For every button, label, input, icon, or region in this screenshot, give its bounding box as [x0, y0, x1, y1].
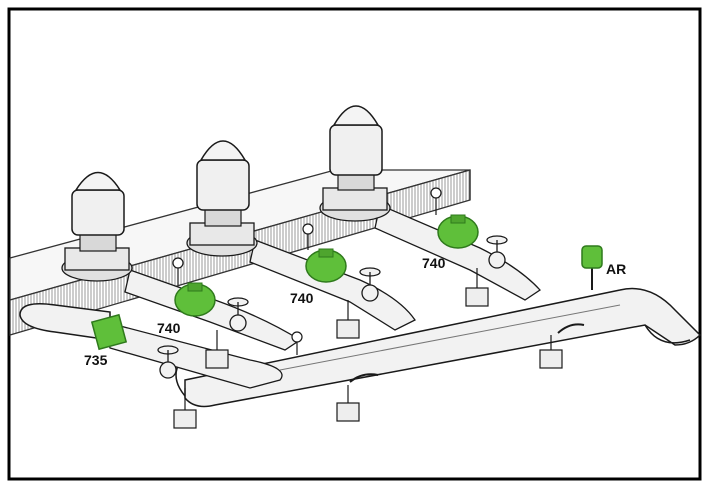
check-valve-740-2	[305, 248, 347, 283]
check-valve-740-1	[174, 282, 216, 317]
pressure-gauges	[172, 187, 442, 355]
discharge-header-pipe	[19, 287, 702, 408]
gate-valves	[157, 235, 508, 379]
air-release-valve	[581, 245, 603, 290]
label-ar: AR	[606, 261, 626, 277]
label-740-2: 740	[290, 290, 314, 306]
diagram-border	[7, 7, 702, 481]
check-valve-740-3	[437, 214, 479, 249]
label-740-1: 740	[157, 320, 181, 336]
pump-3	[319, 105, 391, 222]
pipe-supports	[173, 268, 563, 429]
check-valve-735	[90, 313, 128, 351]
label-740-3: 740	[422, 255, 446, 271]
pump-1	[61, 171, 133, 282]
label-735: 735	[84, 352, 108, 368]
pump-2	[186, 140, 258, 257]
branch-pipes	[104, 204, 541, 389]
